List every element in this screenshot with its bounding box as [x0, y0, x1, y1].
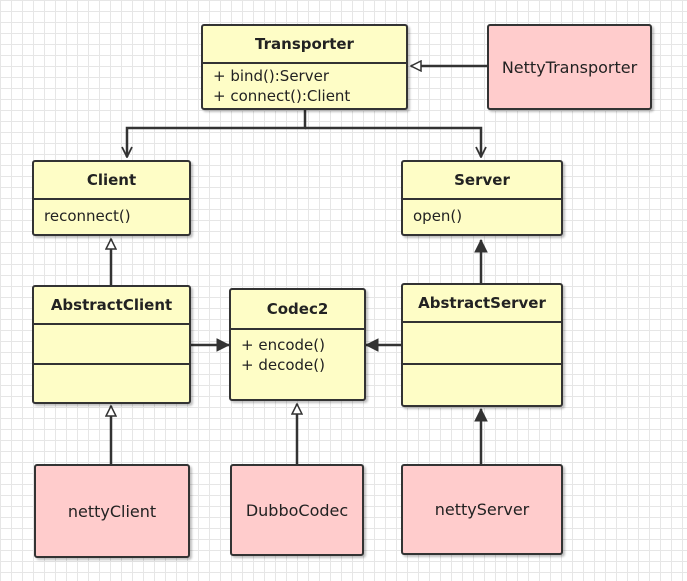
class-server[interactable]: Server open()	[401, 160, 563, 236]
impl-netty-client[interactable]: nettyClient	[34, 464, 190, 558]
impl-dubbo-codec[interactable]: DubboCodec	[230, 464, 364, 556]
class-abstract-client-name: AbstractClient	[50, 296, 173, 314]
class-abstract-client[interactable]: AbstractClient	[32, 285, 191, 404]
class-abstract-client-methods	[34, 363, 189, 402]
class-abstract-server-methods	[403, 363, 561, 405]
method-open: open()	[413, 207, 463, 225]
method-connect: + connect():Client	[213, 87, 351, 105]
class-server-methods: open()	[403, 198, 561, 234]
edge-transporter-to-server	[305, 126, 481, 157]
class-client[interactable]: Client reconnect()	[32, 160, 191, 236]
class-codec2-methods: + encode() + decode()	[231, 328, 364, 399]
class-abstract-client-attributes	[34, 323, 189, 363]
class-abstract-server-attributes	[403, 321, 561, 363]
class-codec2-name: Codec2	[266, 300, 329, 318]
class-abstract-server-name: AbstractServer	[418, 294, 546, 312]
impl-netty-server[interactable]: nettyServer	[401, 464, 563, 555]
edge-transporter-to-client	[127, 110, 307, 157]
method-decode: + decode()	[241, 356, 325, 374]
method-encode: + encode()	[241, 336, 325, 354]
method-reconnect: reconnect()	[44, 207, 131, 225]
method-bind: + bind():Server	[213, 67, 330, 85]
class-codec2[interactable]: Codec2 + encode() + decode()	[229, 288, 366, 401]
class-client-methods: reconnect()	[34, 198, 189, 234]
class-server-name: Server	[454, 171, 510, 189]
class-transporter-methods: + bind():Server + connect():Client	[203, 62, 406, 108]
class-client-name: Client	[86, 171, 137, 189]
class-abstract-server[interactable]: AbstractServer	[401, 283, 563, 407]
class-transporter-name: Transporter	[255, 35, 354, 53]
impl-netty-transporter[interactable]: NettyTransporter	[487, 24, 652, 110]
class-transporter[interactable]: Transporter + bind():Server + connect():…	[201, 24, 408, 110]
